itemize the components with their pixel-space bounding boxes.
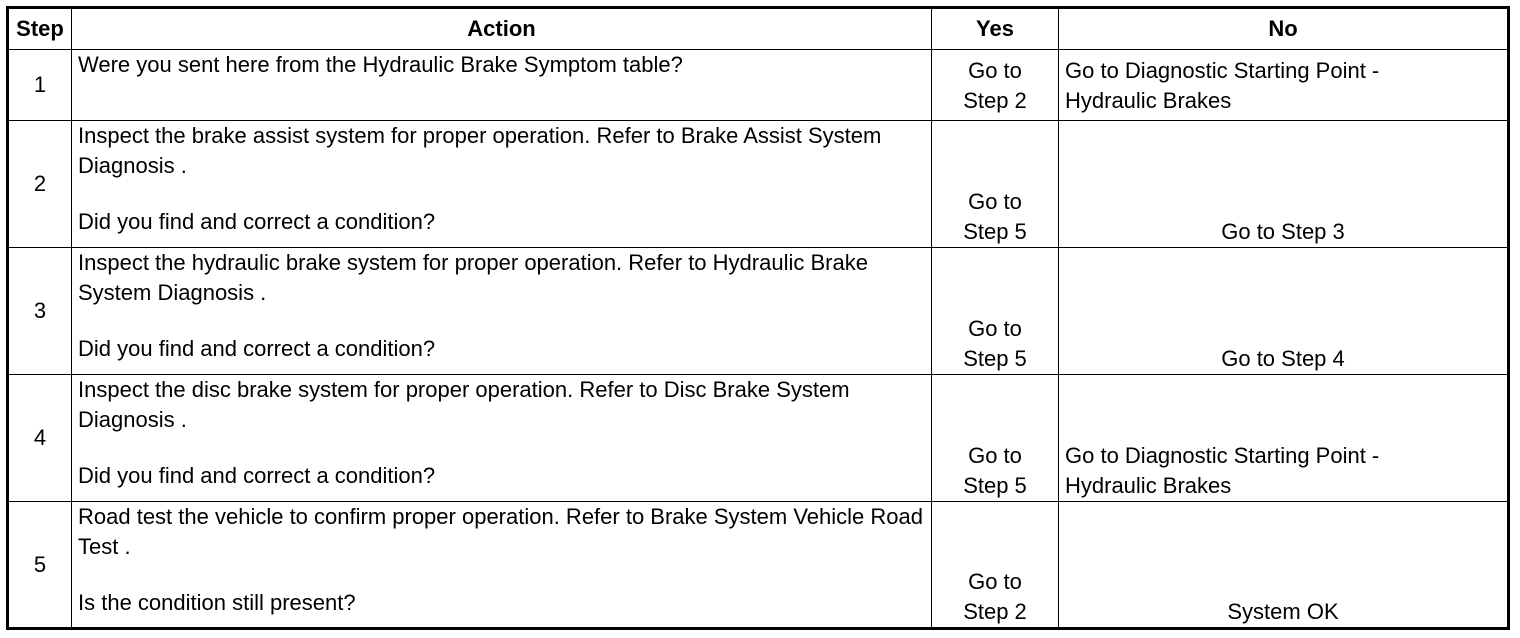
header-step: Step	[7, 7, 72, 50]
yes-line-2: Step 5	[963, 219, 1027, 244]
action-cell: Were you sent here from the Hydraulic Br…	[71, 49, 932, 121]
no-cell: Go to Diagnostic Starting Point - Hydrau…	[1058, 374, 1509, 502]
action-text: Inspect the brake assist system for prop…	[78, 123, 882, 178]
yes-cell: Go to Step 2	[931, 501, 1059, 629]
yes-cell: Go to Step 5	[931, 374, 1059, 502]
action-text: Road test the vehicle to confirm proper …	[78, 504, 923, 559]
no-line-1: System OK	[1227, 599, 1339, 624]
action-cell: Road test the vehicle to confirm proper …	[71, 501, 932, 629]
diagnostic-table: Step Action Yes No 1 Were you sent here …	[6, 6, 1510, 630]
step-number: 2	[7, 120, 72, 248]
no-line-2: Hydraulic Brakes	[1065, 473, 1232, 498]
yes-line-1: Go to	[968, 569, 1022, 594]
action-question: Did you find and correct a condition?	[78, 336, 436, 361]
no-cell: System OK	[1058, 501, 1509, 629]
action-text: Inspect the hydraulic brake system for p…	[78, 250, 868, 305]
table-row: 5 Road test the vehicle to confirm prope…	[7, 501, 1509, 629]
action-question: Did you find and correct a condition?	[78, 209, 436, 234]
no-line-1: Go to Diagnostic Starting Point -	[1065, 58, 1380, 83]
no-cell: Go to Step 3	[1058, 120, 1509, 248]
action-text: Were you sent here from the Hydraulic Br…	[78, 52, 683, 77]
table-row: 2 Inspect the brake assist system for pr…	[7, 120, 1509, 248]
yes-line-1: Go to	[968, 58, 1022, 83]
no-cell: Go to Step 4	[1058, 247, 1509, 375]
action-cell: Inspect the brake assist system for prop…	[71, 120, 932, 248]
action-question: Did you find and correct a condition?	[78, 463, 436, 488]
no-line-1: Go to Step 4	[1221, 346, 1345, 371]
action-text: Inspect the disc brake system for proper…	[78, 377, 850, 432]
step-number: 5	[7, 501, 72, 629]
yes-line-1: Go to	[968, 443, 1022, 468]
no-line-1: Go to Diagnostic Starting Point -	[1065, 443, 1380, 468]
action-cell: Inspect the disc brake system for proper…	[71, 374, 932, 502]
action-question: Is the condition still present?	[78, 590, 356, 615]
yes-line-2: Step 5	[963, 473, 1027, 498]
action-cell: Inspect the hydraulic brake system for p…	[71, 247, 932, 375]
yes-cell: Go to Step 5	[931, 247, 1059, 375]
header-action: Action	[71, 7, 932, 50]
no-cell: Go to Diagnostic Starting Point - Hydrau…	[1058, 49, 1509, 121]
yes-line-2: Step 2	[963, 88, 1027, 113]
step-number: 3	[7, 247, 72, 375]
yes-line-1: Go to	[968, 316, 1022, 341]
no-line-2: Hydraulic Brakes	[1065, 88, 1232, 113]
step-number: 1	[7, 49, 72, 121]
header-row: Step Action Yes No	[7, 7, 1509, 50]
yes-line-2: Step 5	[963, 346, 1027, 371]
no-line-1: Go to Step 3	[1221, 219, 1345, 244]
yes-cell: Go to Step 5	[931, 120, 1059, 248]
yes-line-1: Go to	[968, 189, 1022, 214]
table-row: 4 Inspect the disc brake system for prop…	[7, 374, 1509, 502]
table-row: 3 Inspect the hydraulic brake system for…	[7, 247, 1509, 375]
header-no: No	[1058, 7, 1509, 50]
table-row: 1 Were you sent here from the Hydraulic …	[7, 49, 1509, 121]
yes-line-2: Step 2	[963, 599, 1027, 624]
yes-cell: Go to Step 2	[931, 49, 1059, 121]
header-yes: Yes	[931, 7, 1059, 50]
step-number: 4	[7, 374, 72, 502]
